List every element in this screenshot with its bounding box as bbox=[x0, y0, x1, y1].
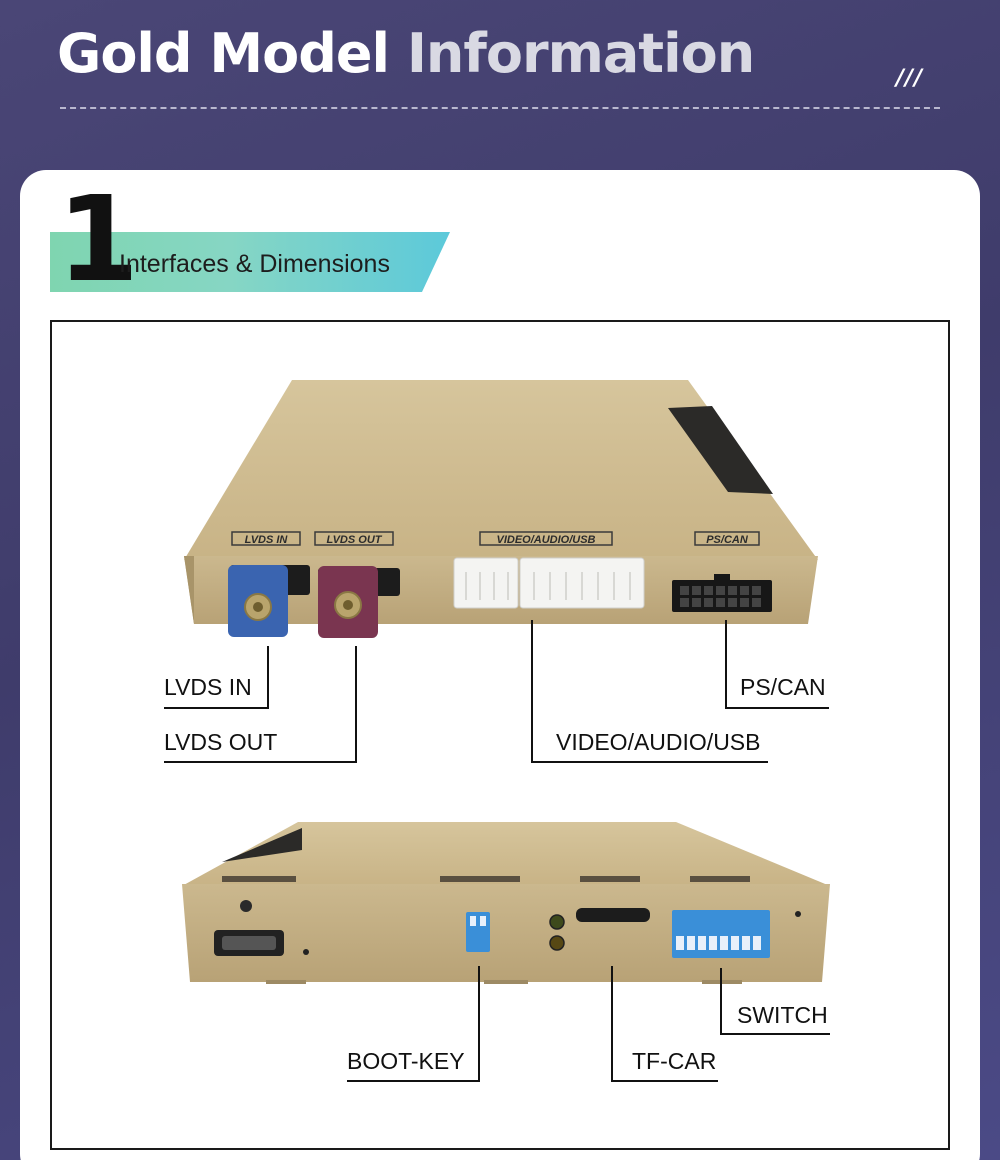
section-label: Interfaces & Dimensions bbox=[119, 250, 390, 278]
top-port-label-video: VIDEO/AUDIO/USB bbox=[496, 534, 595, 546]
device-top-view: LVDS IN LVDS OUT VIDEO/AUDIO/USB PS/CAN bbox=[184, 380, 818, 638]
callout-boot-key: BOOT-KEY bbox=[347, 1048, 465, 1074]
diagram-frame bbox=[50, 320, 950, 1150]
callout-lvds-out: LVDS OUT bbox=[164, 729, 278, 755]
callout-video-audio-usb: VIDEO/AUDIO/USB bbox=[556, 729, 761, 755]
top-port-label-lvds-out: LVDS OUT bbox=[326, 534, 382, 546]
content-card bbox=[20, 170, 980, 1160]
top-port-label-lvds-in: LVDS IN bbox=[245, 534, 289, 546]
callout-lvds-in: LVDS IN bbox=[164, 674, 252, 700]
callout-tf-car: TF-CAR bbox=[632, 1048, 717, 1074]
title-main: Gold Model bbox=[57, 22, 390, 85]
slash-decoration: /// bbox=[896, 66, 924, 91]
callout-switch: SWITCH bbox=[737, 1002, 828, 1028]
callout-ps-can: PS/CAN bbox=[740, 674, 826, 700]
top-port-label-ps-can: PS/CAN bbox=[706, 534, 749, 546]
page-title: Gold Model Information bbox=[57, 22, 755, 85]
device-bottom-view bbox=[182, 822, 830, 984]
title-dim: Information bbox=[406, 22, 755, 85]
section-number: 1 bbox=[57, 170, 139, 308]
header-divider bbox=[60, 107, 940, 109]
section-banner bbox=[50, 232, 450, 292]
callout-leader-lines bbox=[164, 620, 830, 1082]
